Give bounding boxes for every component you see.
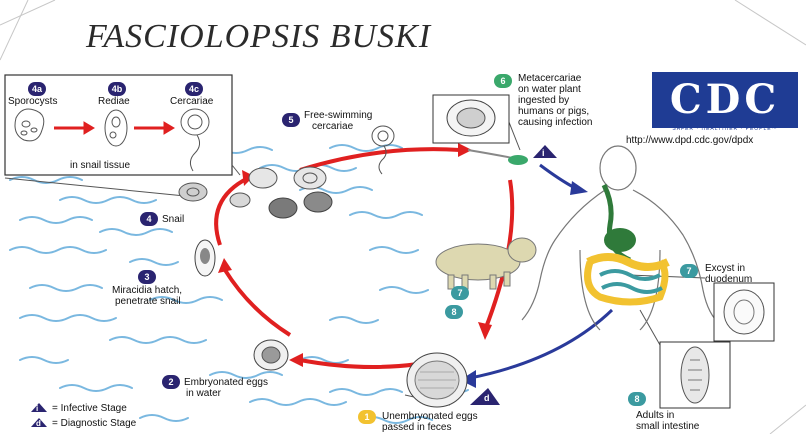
snail-illustrations	[178, 166, 333, 219]
sporocyst-illustration	[14, 108, 45, 142]
stage-badge-4: 4	[140, 212, 158, 226]
pig-badge-7: 7	[451, 286, 469, 300]
slide-line	[769, 404, 806, 434]
cdc-tagline: SAFER · HEALTHIER · PEOPLE™	[672, 126, 778, 132]
stage-label-7-line1: Excyst in	[705, 263, 746, 274]
stage-badge-4c: 4c	[185, 82, 203, 96]
lifecycle-arrowheads	[218, 143, 492, 367]
embryonated-egg-illustration	[253, 339, 289, 371]
water-plant	[467, 149, 528, 165]
water-waves	[9, 144, 469, 424]
stage-badge-1: 1	[358, 410, 376, 424]
legend-triangles	[31, 403, 47, 427]
legend-infective-text: = Infective Stage	[52, 403, 127, 414]
stage-label-3-line2: penetrate snail	[115, 296, 181, 307]
infective-mark: i	[542, 148, 545, 158]
infective-triangle	[533, 145, 557, 158]
stage-badge-6: 6	[494, 74, 512, 88]
stage-label-2-line2: in water	[186, 388, 222, 399]
stage-label-8-line2: small intestine	[636, 421, 700, 432]
stage-label-1-line2: passed in feces	[382, 422, 452, 433]
unembryonated-egg-illustration	[406, 352, 468, 408]
inset-arrows	[54, 121, 175, 135]
stage-label-6-line3: ingested by	[518, 95, 570, 106]
infection-arrowheads	[460, 181, 588, 388]
legend-infective-mark: i	[36, 404, 39, 413]
stage-label-5-line2: cercariae	[312, 121, 354, 132]
redia-illustration	[104, 109, 128, 147]
slide-line	[0, 0, 29, 61]
source-url[interactable]: http://www.dpd.cdc.gov/dpdx	[626, 135, 754, 146]
cercaria-illustration	[180, 108, 210, 172]
adult-inset	[659, 341, 731, 409]
digestive-tract	[584, 183, 670, 306]
pig-illustration	[435, 237, 537, 290]
pig-badge-8: 8	[445, 305, 463, 319]
miracidium-illustration	[194, 239, 216, 277]
stage-label-1-line1: Unembryonated eggs	[382, 411, 478, 422]
stage-label-4a: Sporocysts	[8, 96, 58, 107]
stage-label-4c: Cercariae	[170, 96, 214, 107]
free-cercaria-illustration	[371, 125, 395, 175]
stage-label-2-line1: Embryonated eggs	[184, 377, 268, 388]
excyst-inset	[713, 282, 775, 342]
stage-badge-8: 8	[628, 392, 646, 406]
stage-badge-5: 5	[282, 113, 300, 127]
stage-label-6-line1: Metacercariae	[518, 73, 582, 84]
slide-line	[0, 0, 56, 26]
stage-badge-3: 3	[138, 270, 156, 284]
stage-label-5-line1: Free-swimming	[304, 110, 373, 121]
stage-label-4b: Rediae	[98, 96, 130, 107]
page-title: FASCIOLOPSIS BUSKI	[86, 18, 432, 55]
diagnostic-mark: d	[484, 393, 490, 403]
stage-label-6-line4: humans or pigs,	[518, 106, 590, 117]
stage-badge-4a: 4a	[28, 82, 46, 96]
stage-label-7-line2: duodenum	[705, 274, 753, 285]
legend-diagnostic-mark: d	[36, 419, 41, 428]
stage-badge-2: 2	[162, 375, 180, 389]
slide-line	[734, 0, 806, 46]
stage-label-3-line1: Miracidia hatch,	[112, 285, 183, 296]
stage-badge-7: 7	[680, 264, 698, 278]
legend-diagnostic-text: = Diagnostic Stage	[52, 418, 137, 429]
snail-tissue-label: in snail tissue	[70, 160, 131, 171]
stage-badge-4b: 4b	[108, 82, 126, 96]
metacercaria-illustration	[432, 94, 510, 144]
stage-label-8-line1: Adults in	[636, 410, 675, 421]
stage-label-6-line5: causing infection	[518, 117, 593, 128]
diagnostic-triangle	[470, 388, 500, 405]
stage-label-4: Snail	[162, 214, 185, 225]
stage-label-6-line2: on water plant	[518, 84, 581, 95]
cdc-logo: CDC	[652, 72, 798, 128]
